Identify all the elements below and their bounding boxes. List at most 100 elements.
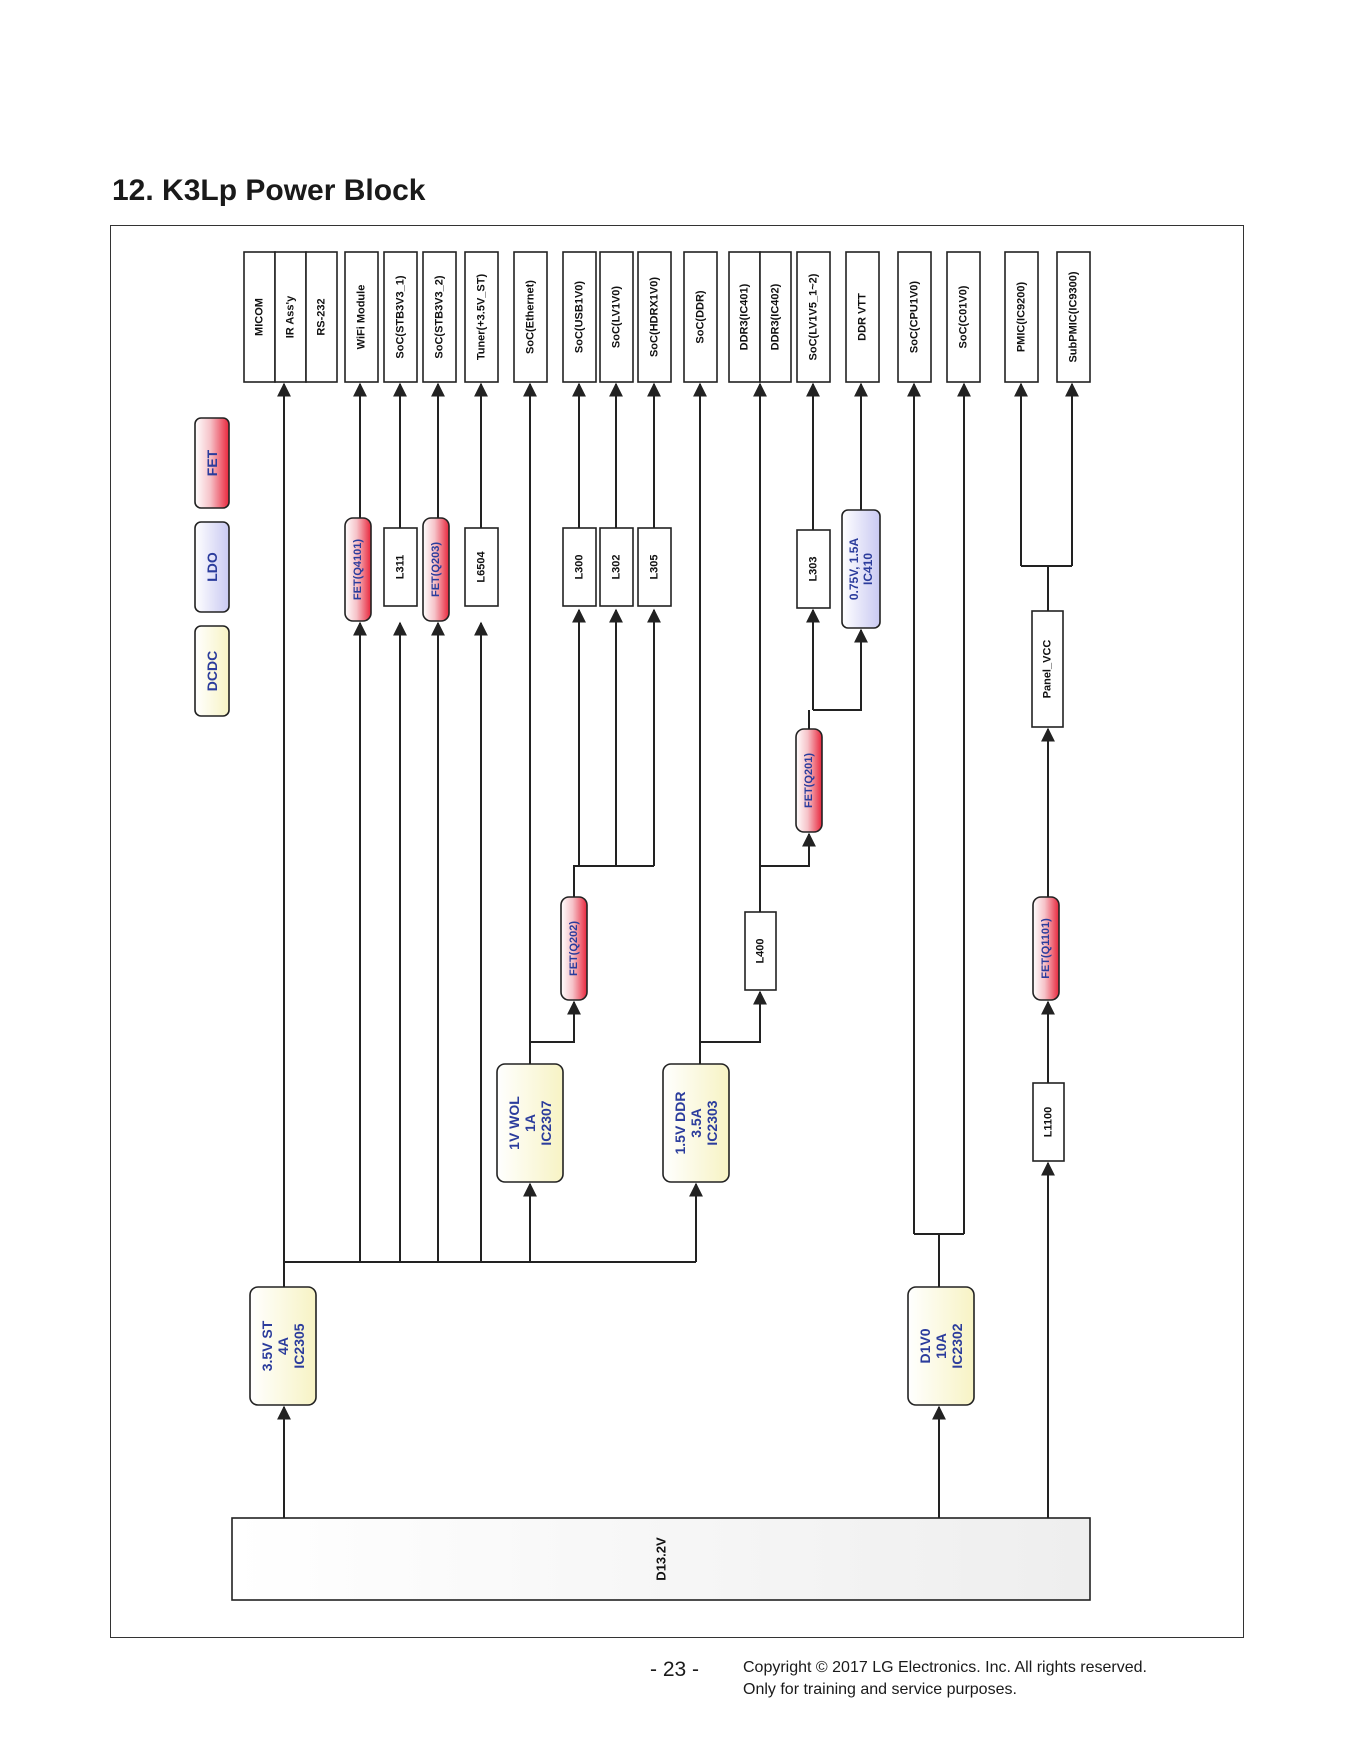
- load-lv1v0-label: SoC(LV1V0): [611, 286, 623, 348]
- ldo-ic410-shape: [841, 509, 881, 629]
- fet-q4101-shape: [344, 517, 372, 622]
- inductor-l300-label: L300: [574, 554, 586, 579]
- copyright-line-2: Only for training and service purposes.: [743, 1681, 1017, 1698]
- load-ethernet: SoC(Ethernet): [513, 251, 548, 383]
- dcdc-ic2302-label-1: D1V0: [917, 1328, 933, 1363]
- inductor-l6504-label: L6504: [476, 551, 488, 583]
- load-stb2-label: SoC(STB3V3_2): [434, 275, 446, 358]
- load-pmic-shape: [1004, 251, 1039, 383]
- load-tuner: Tuner(+3.5V_ST): [464, 251, 499, 383]
- dcdc-ic2305-label-2: 4A: [275, 1337, 291, 1355]
- wire-q201-ic410: [813, 628, 868, 711]
- source-d13v2-shape: [231, 1517, 1091, 1601]
- inductor-panel-vcc: Panel_VCC: [1031, 610, 1064, 728]
- load-ddrvtt: DDR VTT: [845, 251, 880, 383]
- load-usb-shape: [562, 251, 597, 383]
- load-ir-assy: IR Ass'y: [274, 251, 307, 383]
- fet-q201-shape: [795, 728, 823, 833]
- wire-q202-bus: [573, 865, 654, 897]
- load-subpmic-label: SubPMIC(IC9300): [1068, 271, 1080, 362]
- dcdc-ic2303-label-3: IC2303: [704, 1100, 720, 1145]
- load-ddr401-shape: [728, 251, 761, 383]
- load-usb: SoC(USB1V0): [562, 251, 597, 383]
- load-lv1v0-shape: [599, 251, 634, 383]
- source-d13v2: D13.2V: [231, 1517, 1091, 1601]
- load-cpu: SoC(CPU1V0): [897, 251, 932, 383]
- load-stb1-shape: [383, 251, 418, 383]
- load-ddr402-label: DDR3(IC402): [770, 283, 782, 350]
- inductor-l302-label: L302: [611, 554, 623, 579]
- fet-q202-label: FET(Q202): [568, 921, 580, 976]
- load-cpu-label: SoC(CPU1V0): [909, 281, 921, 353]
- inductor-l400-shape: [744, 911, 777, 991]
- load-wifi: WiFi Module: [344, 251, 379, 383]
- load-wifi-label: WiFi Module: [356, 285, 368, 350]
- load-micom-shape: [243, 251, 276, 383]
- inductor-l302: L302: [599, 527, 634, 607]
- fet-q202: FET(Q202): [560, 896, 588, 1001]
- load-subpmic: SubPMIC(IC9300): [1056, 251, 1091, 383]
- load-pmic: PMIC(IC9200): [1004, 251, 1039, 383]
- load-rs232: RS-232: [305, 251, 338, 383]
- inductor-l305-label: L305: [649, 554, 661, 579]
- load-ddrvtt-shape: [845, 251, 880, 383]
- legend-ldo-shape: [194, 521, 230, 613]
- load-lv1v5-label: SoC(LV1V5_1~2): [808, 273, 820, 360]
- load-wifi-shape: [344, 251, 379, 383]
- inductor-l311-label: L311: [395, 555, 407, 579]
- legend-ldo-label: LDO: [204, 552, 220, 582]
- load-rs232-shape: [305, 251, 338, 383]
- load-socddr-label: SoC(DDR): [695, 290, 707, 343]
- load-micom-label: MICOM: [254, 298, 266, 336]
- load-ddr402-shape: [759, 251, 792, 383]
- load-c01v0-label: SoC(C01V0): [958, 285, 970, 348]
- load-stb1: SoC(STB3V3_1): [383, 251, 418, 383]
- fet-q1101-shape: [1032, 896, 1060, 1001]
- load-socddr-shape: [683, 251, 718, 383]
- load-lv1v5: SoC(LV1V5_1~2): [796, 251, 831, 383]
- dcdc-ic2305-label-3: IC2305: [291, 1323, 307, 1368]
- load-subpmic-shape: [1056, 251, 1091, 383]
- inductor-l1100: L1100: [1032, 1082, 1065, 1162]
- fet-q4101-label: FET(Q4101): [352, 539, 364, 600]
- load-hdrx-shape: [637, 251, 672, 383]
- legend-fet: FET: [194, 417, 230, 509]
- fet-q201: FET(Q201): [795, 728, 823, 833]
- dcdc-ic2307-label-2: 1A: [522, 1114, 538, 1132]
- load-stb2-shape: [422, 251, 457, 383]
- inductor-l6504: L6504: [464, 527, 499, 607]
- load-tuner-label: Tuner(+3.5V_ST): [476, 274, 488, 361]
- inductor-l300-shape: [562, 527, 597, 607]
- inductor-panel-vcc-label: Panel_VCC: [1042, 640, 1054, 699]
- dcdc-ic2307-label-3: IC2307: [538, 1100, 554, 1145]
- legend-fet-shape: [194, 417, 230, 509]
- load-tuner-shape: [464, 251, 499, 383]
- ldo-ic410-label-2: IC410: [861, 553, 875, 585]
- fet-q202-shape: [560, 896, 588, 1001]
- inductor-panel-vcc-shape: [1031, 610, 1064, 728]
- source-d13v2-label: D13.2V: [654, 1537, 669, 1581]
- load-rs232-label: RS-232: [316, 298, 328, 335]
- load-hdrx-label: SoC(HDRX1V0): [649, 277, 661, 357]
- load-micom: MICOM: [243, 251, 276, 383]
- fet-q203-shape: [422, 517, 450, 622]
- load-pmic-label: PMIC(IC9200): [1016, 282, 1028, 353]
- inductor-l300: L300: [562, 527, 597, 607]
- dcdc-ic2302-shape: [907, 1286, 975, 1406]
- dcdc-ic2305-shape: [249, 1286, 317, 1406]
- inductor-l305-shape: [637, 527, 672, 607]
- copyright-line-1: Copyright © 2017 LG Electronics. Inc. Al…: [743, 1659, 1147, 1676]
- wire-l400-q201: [760, 832, 816, 867]
- inductor-l311: L311: [383, 527, 418, 607]
- page-number: - 23 -: [650, 1658, 700, 1681]
- inductor-l311-shape: [383, 527, 418, 607]
- legend-ldo: LDO: [194, 521, 230, 613]
- dcdc-ic2303-label-2: 3.5A: [688, 1108, 704, 1138]
- fet-q203-label: FET(Q203): [430, 542, 442, 597]
- load-stb1-label: SoC(STB3V3_1): [395, 275, 407, 358]
- legend-fet-label: FET: [204, 449, 220, 476]
- legend-dcdc-label: DCDC: [204, 651, 220, 691]
